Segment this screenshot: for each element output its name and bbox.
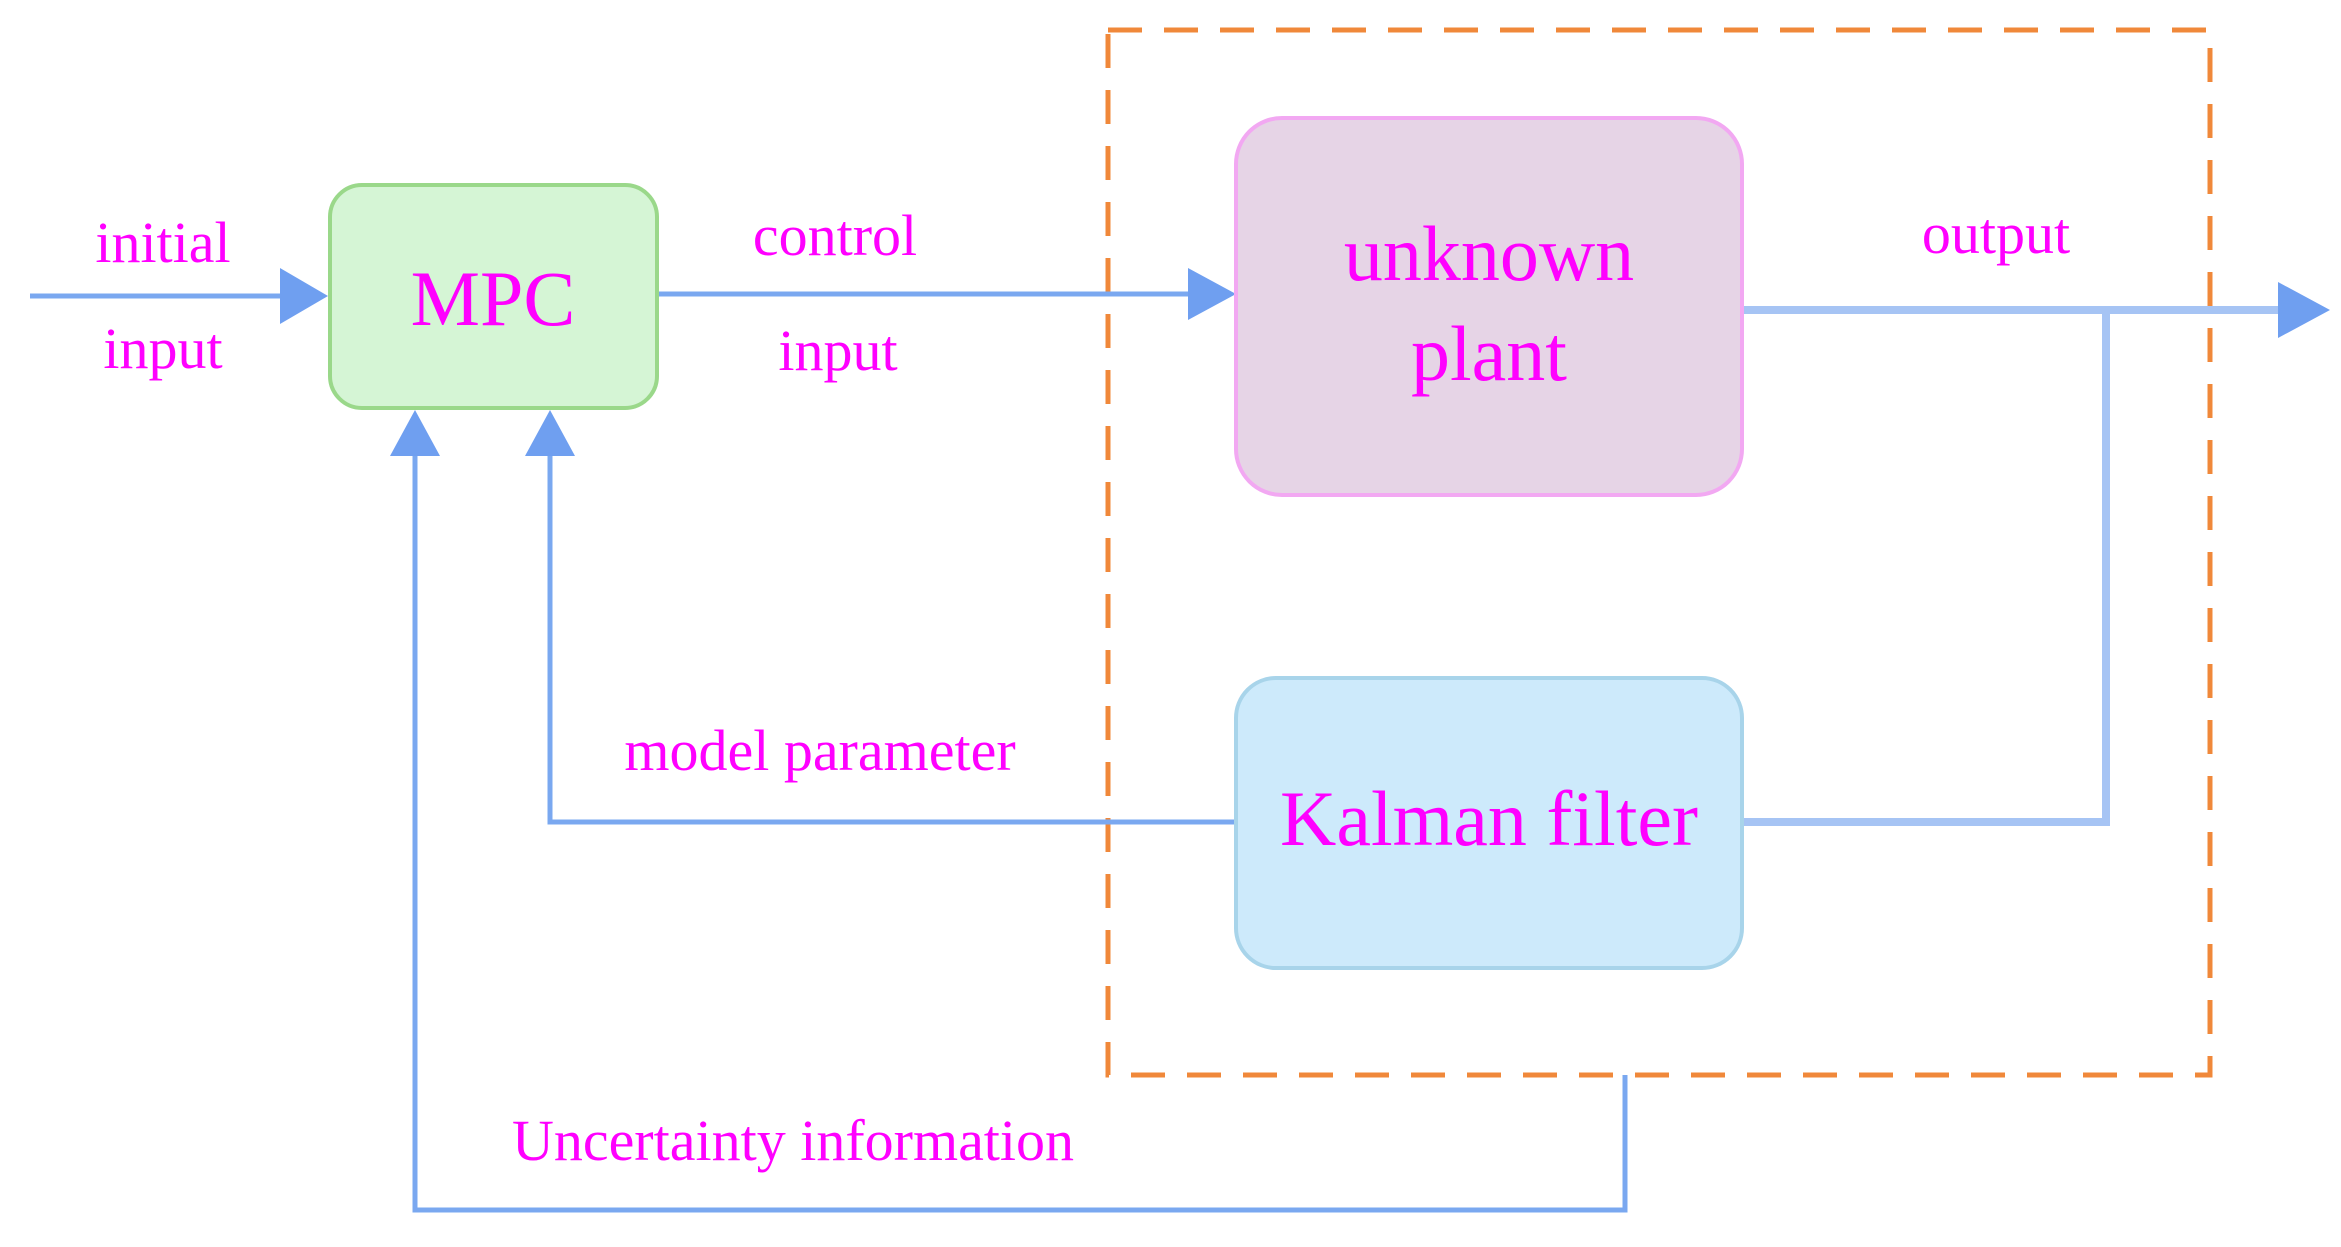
control-input-arrowhead xyxy=(1188,268,1236,320)
model-parameter-label: model parameter xyxy=(624,718,1015,783)
uncertainty-label: Uncertainty information xyxy=(512,1108,1074,1173)
unknown-plant-block xyxy=(1234,116,1744,497)
model-parameter-line xyxy=(547,440,1236,825)
mpc-block xyxy=(328,183,659,410)
control-input-label-line1: control xyxy=(753,203,917,268)
kalman-label: Kalman filter xyxy=(1280,775,1698,862)
control-input-label-line2: input xyxy=(778,318,897,383)
initial-input-label-line1: initial xyxy=(95,210,230,275)
plant-estimator-boundary xyxy=(1105,27,2213,1078)
plant-label-line1: unknown xyxy=(1344,210,1634,297)
kalman-filter-block xyxy=(1234,676,1744,970)
output-label: output xyxy=(1922,201,2070,266)
initial-input-arrowhead xyxy=(280,268,328,324)
uncertainty-arrowhead xyxy=(390,410,440,456)
uncertainty-line xyxy=(412,440,1628,1213)
plant-label-line2: plant xyxy=(1411,310,1567,397)
output-to-kalman-line xyxy=(1742,310,2110,826)
model-parameter-arrowhead xyxy=(525,410,575,456)
output-arrowhead xyxy=(2278,282,2330,338)
mpc-label: MPC xyxy=(411,255,576,342)
initial-input-label-line2: input xyxy=(103,316,222,381)
